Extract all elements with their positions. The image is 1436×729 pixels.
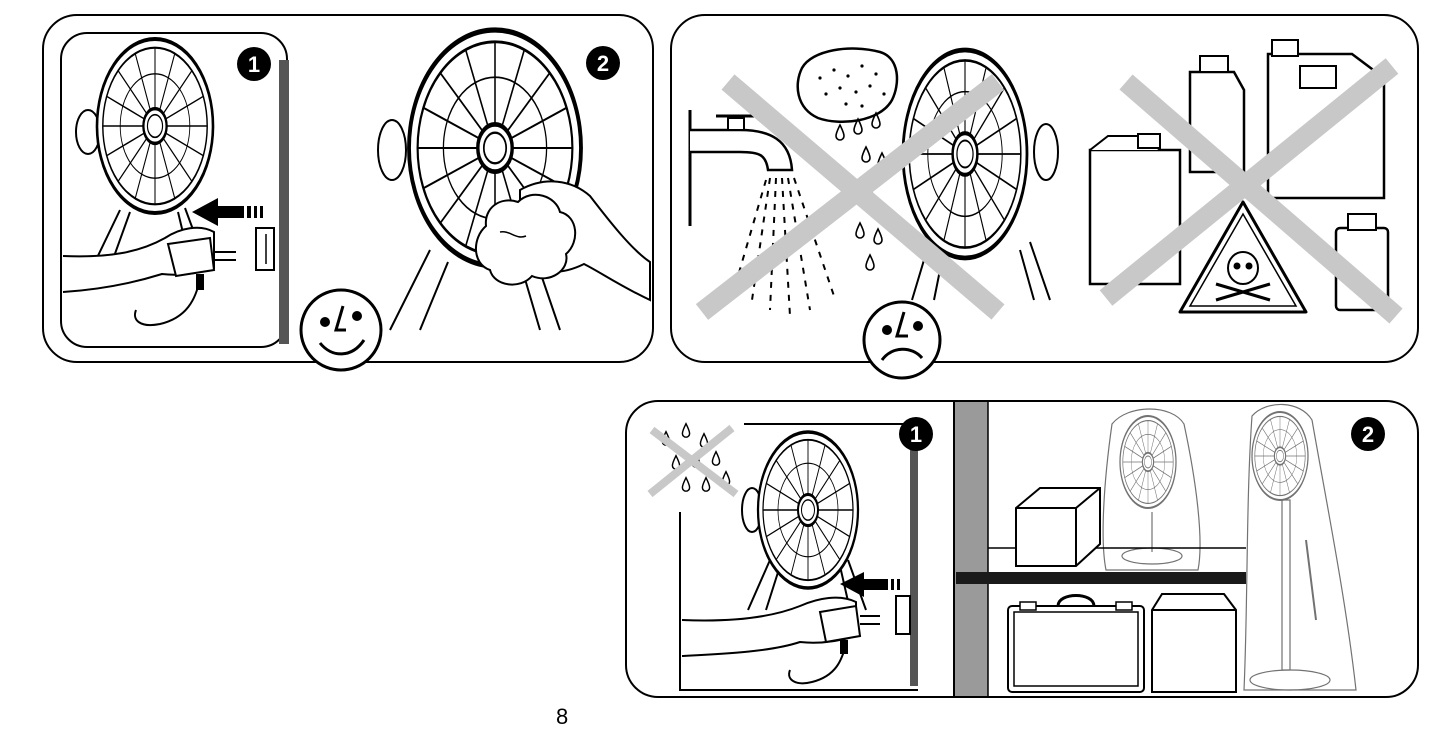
step-badge-1: 1 (237, 47, 271, 81)
covered-fan-tall-icon (1243, 403, 1357, 691)
smiley-happy-icon (299, 288, 383, 372)
toxic-warning-icon (1178, 200, 1308, 314)
page-number: 8 (556, 704, 569, 729)
step-badge-1: 1 (899, 417, 933, 451)
wall-socket-icon (895, 595, 911, 635)
suitcase-icon (1007, 594, 1145, 693)
step-number: 2 (1362, 422, 1374, 447)
unplug-arrow-icon (192, 198, 263, 226)
storage-step1-frame (679, 423, 918, 691)
storage-box-icon (1015, 487, 1101, 567)
storage-box-icon (1151, 593, 1237, 693)
unplug-arrow-icon (840, 572, 900, 597)
step-number: 2 (597, 51, 609, 76)
step-number: 1 (910, 422, 922, 447)
hand-with-plug-icon (62, 226, 236, 326)
hand-with-plug-icon (681, 596, 880, 685)
covered-fan-small-icon (1102, 408, 1201, 571)
panel-cleaning: 1 2 (42, 14, 654, 372)
hand-with-cloth-icon (475, 180, 651, 302)
step-number: 1 (248, 52, 260, 77)
step-badge-2: 2 (1351, 417, 1385, 451)
storage-cupboard (953, 402, 1246, 696)
prohibited-cross-icon (695, 58, 1403, 324)
fan-illustration-storage-step1 (741, 430, 867, 611)
step-badge-2: 2 (586, 46, 620, 80)
fan-illustration-step2 (377, 30, 581, 331)
fan-illustration-wet (903, 50, 1059, 301)
smiley-sad-icon (862, 300, 942, 380)
panel-storage: 1 (625, 400, 1419, 698)
fan-illustration-step1 (75, 37, 215, 263)
panel-do-not (670, 14, 1419, 380)
wall-socket-icon (255, 227, 275, 271)
no-moisture-icon (647, 422, 739, 498)
wet-sponge-icon (796, 47, 899, 271)
